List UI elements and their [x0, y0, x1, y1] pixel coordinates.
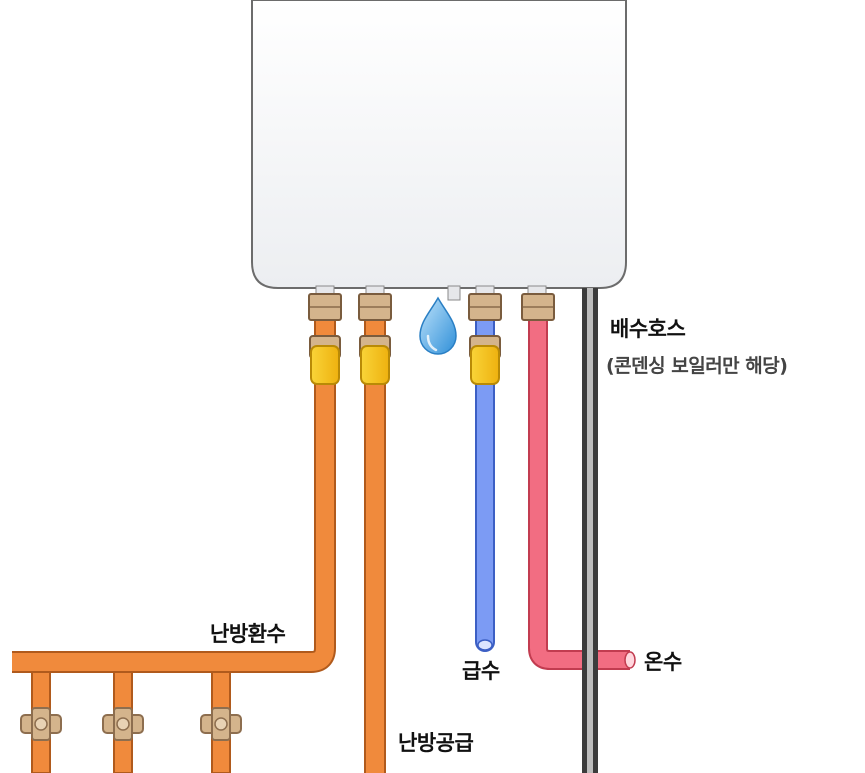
service-valves: [309, 335, 501, 385]
ball-valve-icon: [469, 335, 501, 385]
ball-valve-icon: [359, 335, 391, 385]
heating-supply-label: 난방공급: [398, 731, 474, 755]
heating-return-pipe: [12, 318, 336, 673]
boiler-port-stubs: [315, 285, 547, 301]
heating-supply-pipe: [364, 318, 386, 773]
hot-water-pipe: [528, 318, 636, 670]
water-drop-icon: [419, 296, 457, 355]
ball-valve-icon: [309, 335, 341, 385]
ball-valve-icon: [200, 707, 242, 741]
ball-valve-icon: [102, 707, 144, 741]
drain-hose-label: 배수호스: [610, 317, 686, 341]
heating-return-label: 난방환수: [210, 622, 286, 646]
boiler-body: [251, 0, 627, 289]
ball-valve-icon: [20, 707, 62, 741]
cold-water-label: 급수: [462, 659, 500, 683]
drain-hose: [582, 288, 598, 773]
hot-water-label: 온수: [644, 650, 682, 674]
manifold-valves: [20, 707, 242, 741]
drain-hose-note: (콘덴싱 보일러만 해당): [606, 355, 788, 377]
